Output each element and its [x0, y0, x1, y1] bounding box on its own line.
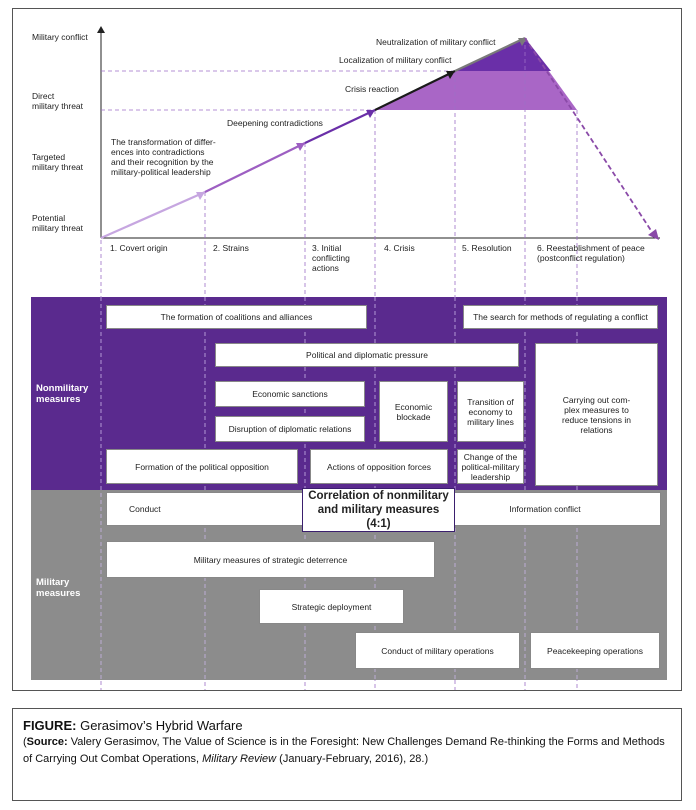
arrowhead-6 [648, 229, 659, 240]
phase-covert-origin: 1. Covert origin [110, 243, 168, 253]
box-military-operations: Conduct of military operations [355, 632, 520, 669]
arrowhead-4 [446, 71, 455, 79]
box-coalitions: The formation of coalitions and alliance… [106, 305, 367, 329]
box-complex-measures: Carrying out com- plex measures to reduc… [535, 343, 658, 486]
box-economic-sanctions: Economic sanctions [215, 381, 365, 407]
caption-source-text-2: (January-February, 2016), 28. [279, 753, 425, 765]
box-political-opposition: Formation of the political opposition [106, 449, 298, 484]
caption-figure-label: FIGURE: [23, 718, 77, 733]
caption-journal: Military Review [202, 753, 277, 765]
box-correlation: Correlation of nonmilitary and military … [302, 488, 455, 532]
level-direct-threat: Direct military threat [32, 91, 84, 111]
box-peacekeeping: Peacekeeping operations [530, 632, 660, 669]
segment-crisis [374, 70, 456, 111]
segment-strains [204, 142, 306, 193]
segment-initial-actions [304, 109, 376, 144]
caption-title-line: FIGURE: Gerasimov’s Hybrid Warfare [23, 717, 671, 734]
arrowhead-3 [366, 110, 375, 118]
phase-crisis: 4. Crisis [384, 243, 415, 253]
label-deepening: Deepening contradictions [227, 118, 323, 128]
box-economic-blockade: Economic blockade [379, 381, 448, 442]
box-search-regulating: The search for methods of regulating a c… [463, 305, 658, 329]
box-information-conflict: Information conflict [509, 504, 581, 514]
arrowhead-1 [196, 192, 205, 200]
nonmilitary-measures-label: Nonmilitary measures [36, 383, 89, 405]
box-disruption-relations: Disruption of diplomatic relations [215, 416, 365, 442]
crisis-area-dark [455, 38, 551, 71]
label-crisis-reaction: Crisis reaction [345, 84, 399, 94]
arrowhead-5 [518, 38, 527, 46]
level-potential-threat: Potential military threat [32, 213, 84, 233]
box-strategic-deterrence: Military measures of strategic deterrenc… [106, 541, 435, 578]
label-localization: Localization of military conflict [339, 55, 452, 65]
phase-initial-actions: 3. Initial conflicting actions [312, 243, 350, 273]
label-transformation: The transformation of differ- ences into… [111, 137, 216, 177]
segment-covert-origin [100, 190, 206, 240]
segment-resolution [454, 37, 526, 72]
y-axis-arrow [97, 26, 105, 33]
phase-strains: 2. Strains [213, 243, 249, 253]
figure-caption: FIGURE: Gerasimov’s Hybrid Warfare (Sour… [12, 708, 682, 801]
level-military-conflict: Military conflict [32, 32, 88, 42]
military-measures-label: Military measures [36, 577, 81, 599]
caption-figure-title: Gerasimov’s Hybrid Warfare [80, 718, 243, 733]
box-change-leadership: Change of the political-military leaders… [457, 449, 524, 484]
box-political-pressure: Political and diplomatic pressure [215, 343, 519, 367]
label-neutralization: Neutralization of military conflict [376, 37, 496, 47]
phase-reestablishment: 6. Reestablishment of peace (postconflic… [537, 243, 645, 263]
box-transition-economy: Transition of economy to military lines [457, 381, 524, 442]
box-strategic-deployment: Strategic deployment [259, 589, 404, 624]
caption-source: (Source: Valery Gerasimov, The Value of … [23, 736, 665, 765]
segment-deescalation [524, 37, 653, 233]
crisis-area-light [375, 38, 577, 110]
caption-source-text-1: Valery Gerasimov, The Value of Science i… [23, 736, 665, 765]
arrowhead-2 [296, 143, 305, 151]
caption-source-label: Source: [26, 736, 68, 748]
conduct-label: Conduct [129, 504, 161, 514]
diagram-frame [12, 8, 682, 691]
phase-resolution: 5. Resolution [462, 243, 512, 253]
box-opposition-forces: Actions of opposition forces [310, 449, 448, 484]
level-targeted-threat: Targeted military threat [32, 152, 84, 172]
